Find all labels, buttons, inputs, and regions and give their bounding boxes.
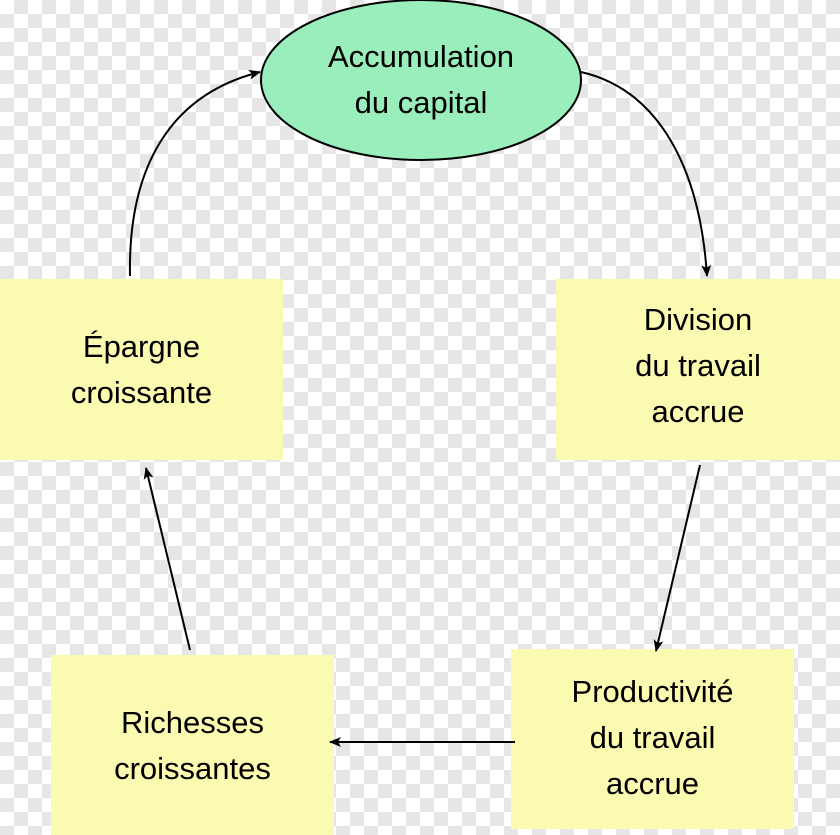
node-productivite-shape <box>511 649 794 829</box>
node-epargne-label: Épargne croissante <box>0 324 283 416</box>
node-division-line-3: accrue <box>651 394 745 429</box>
node-productivite-line-1: Productivité <box>571 674 734 709</box>
node-productivite-label: Productivité du travail accrue <box>511 668 794 808</box>
node-richesses-line-1: Richesses <box>121 705 264 740</box>
arrow-division-to-productivite <box>653 464 701 652</box>
arrow-richesses-to-epargne <box>143 467 191 651</box>
node-division-shape <box>556 279 840 460</box>
node-richesses-shape <box>51 655 334 835</box>
node-accumulation-line-1: Accumulation <box>327 39 515 74</box>
node-richesses-label: Richesses croissantes <box>51 700 334 792</box>
node-division-line-2: du travail <box>635 348 761 383</box>
node-division-label: Division du travail accrue <box>556 296 840 436</box>
node-productivite-line-2: du travail <box>589 720 716 755</box>
node-accumulation-line-2: du capital <box>354 85 488 120</box>
node-epargne-line-2: croissante <box>70 375 213 410</box>
node-division-line-1: Division <box>643 302 753 337</box>
node-richesses-line-2: croissantes <box>114 751 271 786</box>
arrow-epargne-to-accumulation <box>128 69 261 277</box>
node-accumulation-label: Accumulation du capital <box>262 0 580 160</box>
node-productivite-line-3: accrue <box>605 766 700 801</box>
node-accumulation-shape <box>260 0 582 161</box>
node-epargne-line-1: Épargne <box>82 329 201 364</box>
arrow-accumulation-to-division <box>580 71 712 277</box>
node-epargne-shape <box>0 279 283 460</box>
